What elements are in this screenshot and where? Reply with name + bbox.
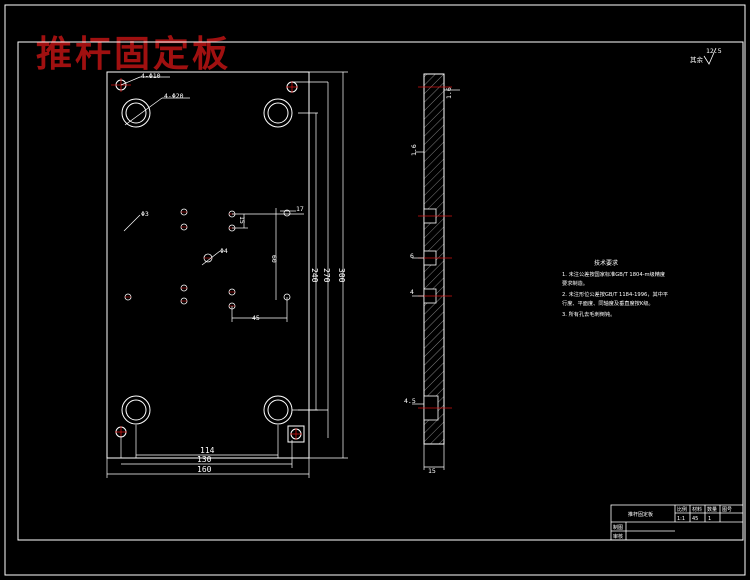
side-dim-15: 15 (428, 467, 436, 475)
dim-270: 270 (322, 268, 331, 283)
dim-15: 15 (238, 216, 246, 224)
inner-frame (17, 41, 744, 541)
width-dimensions (106, 425, 310, 478)
tech-note-line: 1. 未注公差按国家标准GB/T 1804-m级精度 (562, 270, 665, 278)
front-view: 4-Φ10 4-Φ20 Φ3 Φ4 114 130 160 (106, 71, 348, 478)
tb-row-label: 制图 (613, 524, 623, 531)
outer-frame (4, 4, 746, 576)
pin-hole-centers (125, 211, 235, 307)
tb-part-name: 推杆固定板 (628, 511, 653, 518)
tech-notes: 技术要求 1. 未注公差按国家标准GB/T 1804-m级精度 要求制造。 2.… (562, 259, 668, 318)
dim-60: 60 (270, 255, 278, 263)
dim-300: 300 (337, 268, 346, 283)
tb-header: 图号 (722, 507, 732, 513)
tech-notes-title: 技术要求 (594, 259, 618, 267)
side-dim-6: 6 (410, 252, 414, 260)
tb-row-label: 审核 (613, 533, 623, 540)
side-dim-4-5: 4.5 (404, 397, 416, 405)
tech-note-line: 3. 所有孔去毛刺倒钝。 (562, 310, 615, 318)
roughness-prefix: 其余 (690, 55, 704, 64)
dim-114: 114 (200, 446, 215, 455)
tb-value: 45 (692, 516, 698, 522)
plate-outline (106, 71, 310, 459)
tb-header: 材料 (692, 506, 702, 513)
dim-240: 240 (310, 268, 319, 283)
tech-note-line: 2. 未注形位公差按GB/T 1184-1996，其中平 (562, 290, 668, 298)
roughness-value: 12.5 (706, 47, 722, 55)
label-4-phi10: 4-Φ10 (141, 72, 161, 80)
corner-holes (121, 98, 293, 425)
tech-note-line: 行度、平面度、同轴度及垂直度按K级。 (562, 299, 654, 307)
pin-holes (124, 208, 291, 310)
label-phi4: Φ4 (220, 247, 228, 255)
roughness-symbol: 其余 12.5 (690, 47, 722, 65)
dim-17: 17 (296, 205, 304, 213)
side-view: 1.6 1.6 6 4 4.5 15 (404, 73, 460, 475)
hole-callouts (120, 76, 221, 266)
pin-dimensions (231, 208, 304, 322)
dim-130: 130 (197, 455, 212, 464)
tb-header: 数量 (707, 506, 717, 513)
height-dimensions (292, 71, 348, 459)
label-4-phi20: 4-Φ20 (164, 92, 184, 100)
dim-45: 45 (252, 314, 260, 322)
tb-header: 比例 (677, 506, 687, 513)
label-phi3: Φ3 (141, 210, 149, 218)
dim-160: 160 (197, 465, 212, 474)
side-dim-4: 4 (410, 288, 414, 296)
title-block (610, 504, 744, 541)
side-r-top: 1.6 (445, 87, 453, 99)
tb-value: 1:1 (677, 516, 685, 522)
tech-note-line: 要求制造。 (562, 279, 588, 287)
tb-value: 1 (708, 516, 711, 522)
side-r-left: 1.6 (410, 144, 418, 156)
